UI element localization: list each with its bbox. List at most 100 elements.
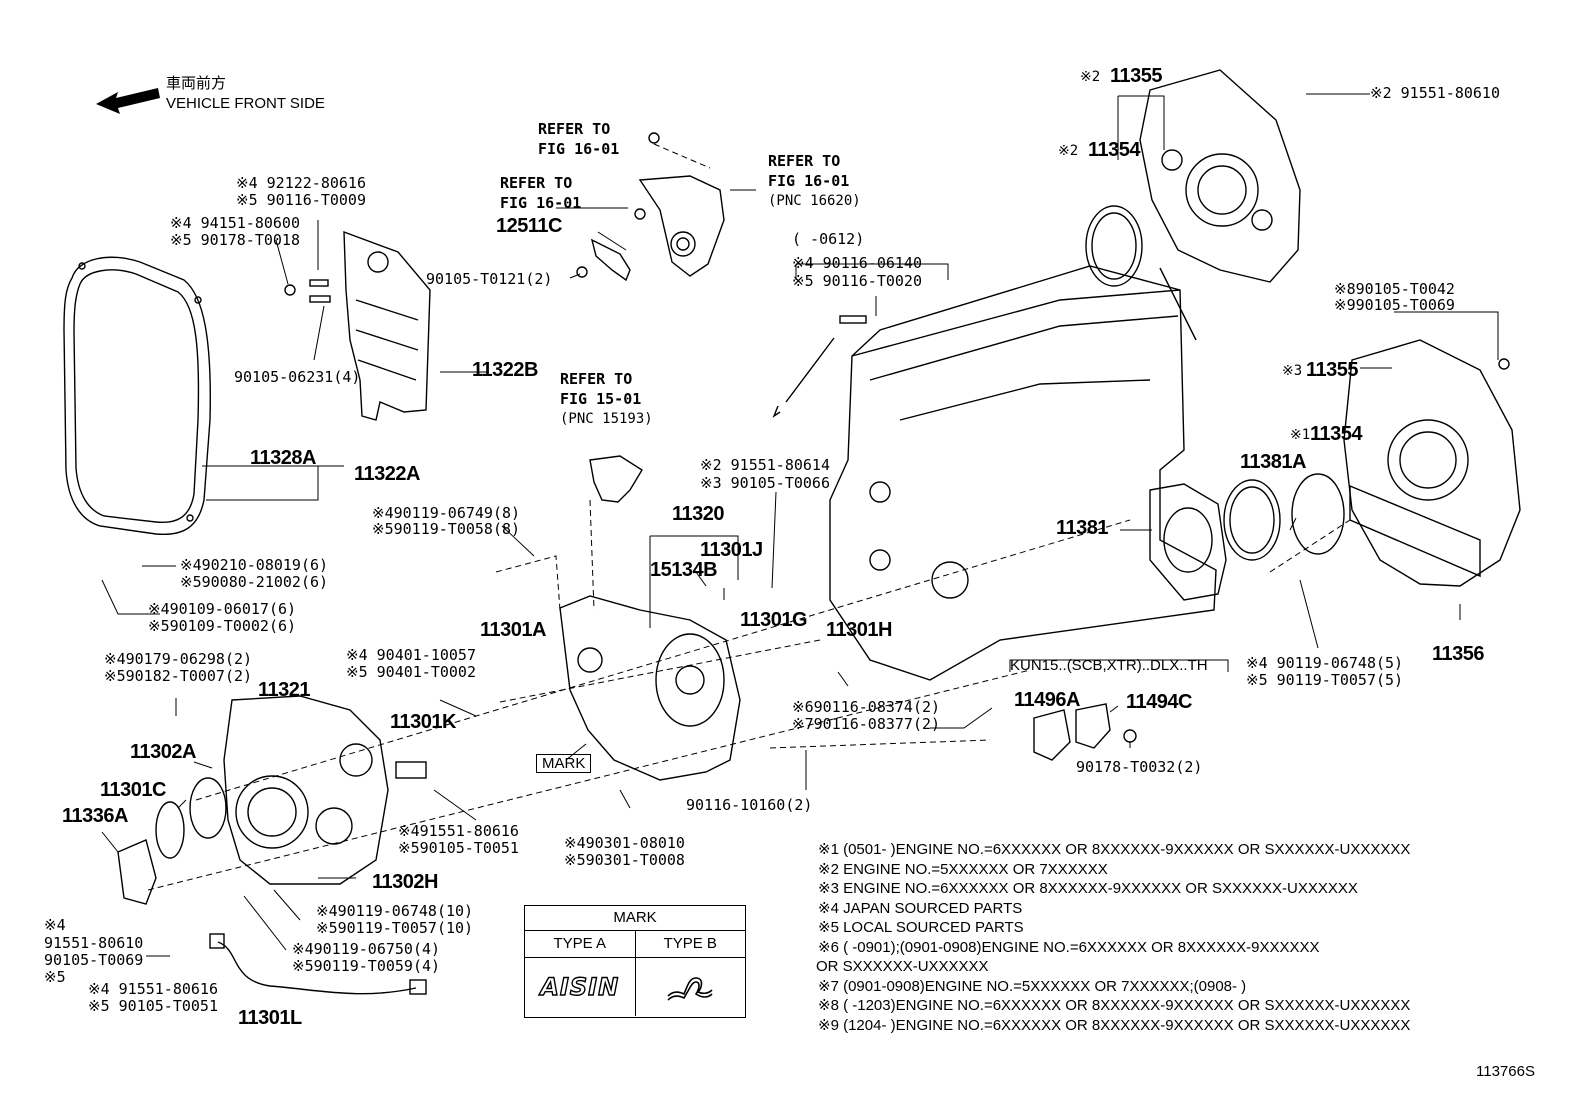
part-number: ※5 xyxy=(44,968,66,986)
gasket-15193 xyxy=(589,455,643,503)
part-number: ※590105-T0051 xyxy=(398,839,519,857)
part-number: ※490210-08019(6) xyxy=(180,556,329,574)
part-label: 11381 xyxy=(1056,517,1109,539)
part-number: ※4 94151-80600 xyxy=(170,214,300,232)
note-line: ※2 ENGINE NO.=5XXXXXX OR 7XXXXXX xyxy=(818,860,1108,878)
part-label: 11328A xyxy=(250,447,316,469)
part-number: ※690116-08374(2) xyxy=(792,698,941,716)
direction-arrow-icon xyxy=(772,337,835,418)
part-number: ※490179-06298(2) xyxy=(104,650,253,668)
mark-legend-table: MARK TYPE A TYPE B AISIN xyxy=(524,905,746,1018)
part-number: ※4 91551-80616 xyxy=(88,980,218,998)
part-label: 11322A xyxy=(354,463,420,485)
part-number: ※491551-80616 xyxy=(398,822,519,840)
part-number: ※590080-21002(6) xyxy=(180,573,329,591)
part-number: ※3 90105-T0066 xyxy=(700,474,830,492)
refer-label: REFER TO xyxy=(560,370,633,388)
part-number: ※990105-T0069 xyxy=(1334,296,1455,314)
part-number: 90105-T0069 xyxy=(44,951,144,969)
bracket-11336A xyxy=(117,839,157,905)
part-label: 11336A xyxy=(62,805,128,827)
part-number: 90178-T0032(2) xyxy=(1076,758,1203,776)
part-label: 11321 xyxy=(258,679,311,701)
part-number: ※4 92122-80616 xyxy=(236,174,366,192)
tensioner-bracket-12511C xyxy=(576,132,725,282)
vehicle-front-arrow-icon xyxy=(96,88,160,114)
part-number: ※490119-06750(4) xyxy=(292,940,441,958)
part-number: ※4 xyxy=(44,916,66,934)
part-number: ※590301-T0008 xyxy=(564,851,685,869)
part-note-marker: ※1 xyxy=(1290,427,1311,443)
refer-label: (PNC 16620) xyxy=(768,193,861,209)
note-line: ※3 ENGINE NO.=6XXXXXX OR 8XXXXXX-9XXXXXX… xyxy=(818,880,1358,897)
mark-table-title: MARK xyxy=(525,906,745,931)
part-label: 11301G xyxy=(740,609,808,631)
part-label: 11354 xyxy=(1310,423,1363,445)
note-line: OR SXXXXXX-UXXXXXX xyxy=(816,958,989,975)
mark-type-b-header: TYPE B xyxy=(634,931,745,958)
part-label: 11301L xyxy=(238,1007,302,1029)
type-b-mark-icon xyxy=(634,958,746,1016)
part-number: 90116-10160(2) xyxy=(686,796,813,814)
figure-id: 113766S xyxy=(1476,1063,1535,1080)
aisin-logo-text: AISIN xyxy=(540,972,620,1001)
part-number: ※4 90401-10057 xyxy=(346,646,476,664)
part-number: ※890105-T0042 xyxy=(1334,280,1455,298)
engine-notes: ※1 (0501- )ENGINE NO.=6XXXXXX OR 8XXXXXX… xyxy=(816,840,1411,1035)
gasket-11496A xyxy=(1033,709,1071,761)
part-number: ※590119-T0059(4) xyxy=(292,957,441,975)
note-line: ※6 ( -0901);(0901-0908)ENGINE NO.=6XXXXX… xyxy=(818,938,1320,956)
oil-seal-11354 xyxy=(1085,205,1143,287)
oil-seal-11302A xyxy=(189,777,227,839)
part-number: ※5 90116-T0020 xyxy=(792,272,922,290)
part-note-marker: ※2 xyxy=(1080,69,1101,85)
part-number: ※5 90401-T0002 xyxy=(346,663,476,681)
part-label: 11354 xyxy=(1088,139,1141,161)
note-line: ※5 LOCAL SOURCED PARTS xyxy=(818,919,1024,936)
end-plate-11355-lower xyxy=(1343,339,1521,587)
oil-seal-retainer-11381 xyxy=(1149,483,1227,601)
part-label: 11356 xyxy=(1432,643,1485,665)
refer-label: FIG 16-01 xyxy=(768,172,850,190)
part-number: 91551-80610 xyxy=(44,934,144,952)
part-number: ※490301-08010 xyxy=(564,834,685,852)
part-number: 90105-06231(4) xyxy=(234,368,361,386)
part-number: ※790116-08377(2) xyxy=(792,715,941,733)
direction-arrow-icon xyxy=(1159,267,1197,341)
timing-chain-cover-11328A xyxy=(63,256,211,536)
part-label: 12511C xyxy=(496,215,562,237)
end-plate-11355 xyxy=(1139,69,1301,283)
refer-label: FIG 16-01 xyxy=(538,140,620,158)
assembly-center-lines xyxy=(147,143,1351,891)
note-line: ※8 ( -1203)ENGINE NO.=6XXXXXX OR 8XXXXXX… xyxy=(818,997,1411,1014)
part-number: ※5 90119-T0057(5) xyxy=(1246,671,1404,689)
part-number: ※490109-06017(6) xyxy=(148,600,297,618)
part-number: ※590109-T0002(6) xyxy=(148,617,297,635)
part-label: 15134B xyxy=(650,559,718,581)
part-number: ( -0612) xyxy=(792,230,865,248)
part-number: ※5 90178-T0018 xyxy=(170,231,300,249)
gasket-11322B xyxy=(343,230,431,421)
part-label: 11320 xyxy=(672,503,725,525)
part-number: ※490119-06749(8) xyxy=(372,504,521,522)
sensor-11301K xyxy=(395,761,427,779)
note-line: ※4 JAPAN SOURCED PARTS xyxy=(818,899,1023,917)
part-number: ※590119-T0057(10) xyxy=(316,919,474,937)
part-number: ※2 91551-80614 xyxy=(700,456,830,474)
sensor-cable-11301L xyxy=(209,933,427,995)
stud-bolt-icon xyxy=(839,315,867,324)
part-label: 11302A xyxy=(130,741,196,763)
part-note-marker: ※2 xyxy=(1058,143,1079,159)
oil-seal-11381A xyxy=(1223,479,1281,561)
part-number: ※2 91551-80610 xyxy=(1370,84,1500,102)
note-line: ※7 (0901-0908)ENGINE NO.=5XXXXXX OR 7XXX… xyxy=(818,977,1247,995)
part-label: 11301K xyxy=(390,711,456,733)
front-cover-11321 xyxy=(223,695,389,885)
cover-plate-11494C xyxy=(1075,703,1111,749)
refer-label: FIG 15-01 xyxy=(560,390,642,408)
part-number: ※5 90105-T0051 xyxy=(88,997,218,1015)
part-label: 11301A xyxy=(480,619,546,641)
part-number: ※4 90116-06140 xyxy=(792,254,922,272)
refer-label: REFER TO xyxy=(768,152,841,170)
note-line: ※1 (0501- )ENGINE NO.=6XXXXXX OR 8XXXXXX… xyxy=(818,841,1411,858)
